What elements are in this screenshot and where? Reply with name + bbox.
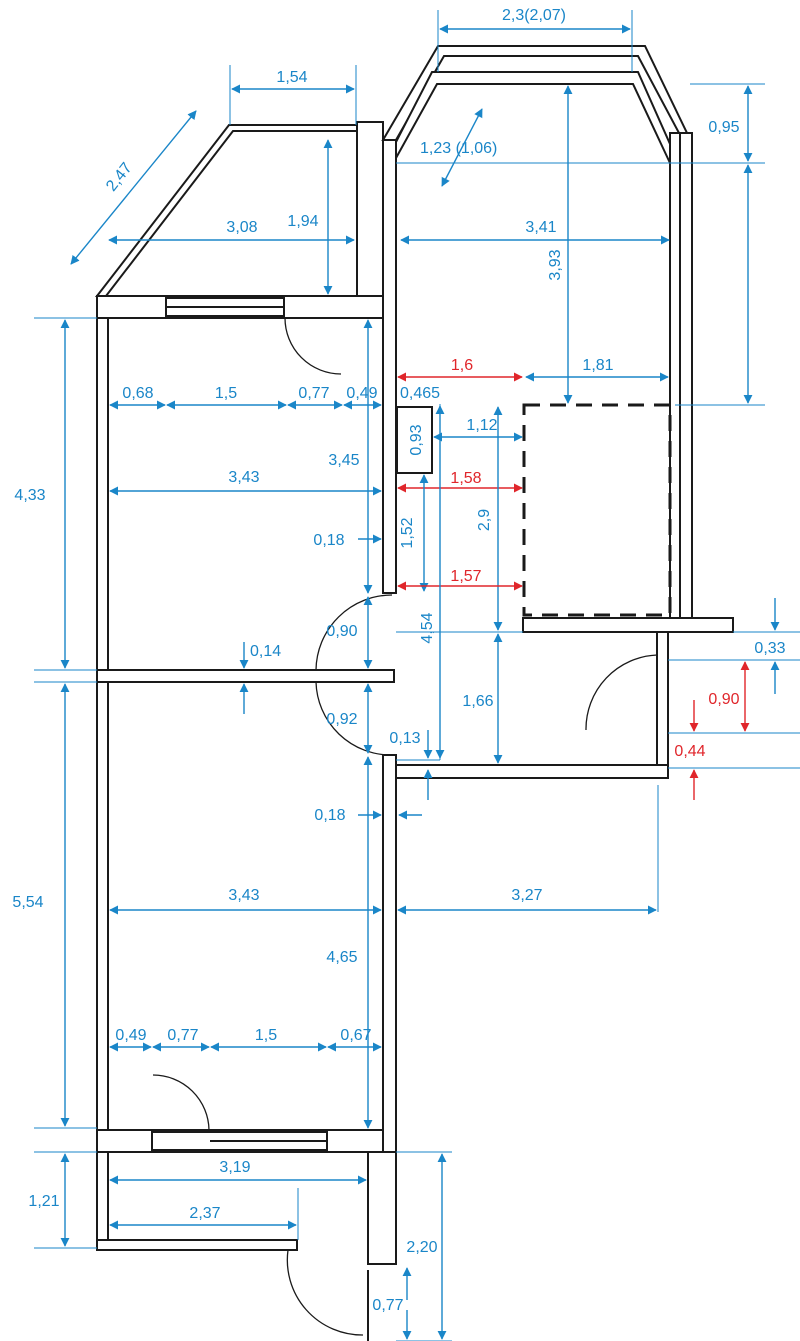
dim-label-lower-room-width: 3,43 [228, 887, 259, 904]
dim-label-vent-offset: 0,465 [400, 385, 440, 402]
upper-balcony-door-swing [284, 317, 342, 375]
dim-label-loggia-top-width: 1,54 [276, 69, 307, 86]
upper-room-door-swing [315, 594, 393, 671]
dim-label-bottom-loggia-2-37: 2,37 [189, 1205, 220, 1222]
left-outer-wall-lower [96, 681, 109, 1131]
dim-label-corridor-1-66: 1,66 [462, 693, 493, 710]
lower-balcony-door-swing [152, 1074, 210, 1131]
dim-label-lower-wall-4-65: 4,65 [326, 949, 357, 966]
dim-label-corridor-0-13: 0,13 [389, 730, 420, 747]
dim-label-bay-side: 1,23 (1,06) [420, 140, 497, 157]
bottom-loggia-door-swing [286, 1249, 364, 1336]
dim-label-kitchen-free-3: 1,57 [450, 568, 481, 585]
dim-label-upper-room-width: 3,43 [228, 469, 259, 486]
dim-label-lower-0-77: 0,77 [167, 1027, 198, 1044]
room-partition [96, 669, 395, 683]
dim-label-hall-4-54: 4,54 [419, 612, 436, 643]
dim-label-upper-wall-3-45: 3,45 [328, 452, 359, 469]
dim-label-furniture-depth: 2,9 [476, 509, 493, 531]
doors [152, 317, 658, 1336]
dim-label-upper-0-49: 0,49 [346, 385, 377, 402]
dimension-labels: 2,3(2,07) 1,54 0,95 1,23 (1,06) 2,47 3,0… [12, 7, 785, 1314]
kitchen-bottom-ledge [522, 617, 734, 633]
corridor-right-wall [656, 631, 669, 779]
dim-label-corridor-length: 3,27 [511, 887, 542, 904]
dim-label-upper-0-68: 0,68 [122, 385, 153, 402]
dim-label-kitchen-1-52: 1,52 [399, 517, 416, 548]
middle-wall-upper [382, 139, 397, 594]
bottom-loggia-left-wall [96, 1151, 109, 1251]
vent-shaft [396, 406, 433, 474]
kitchen-furniture-zone [522, 403, 672, 617]
dim-label-bottom-loggia-width: 3,19 [219, 1159, 250, 1176]
lower-room-door-swing [315, 681, 393, 756]
dim-label-loggia-depth: 1,94 [287, 213, 318, 230]
dim-label-upper-window: 1,5 [215, 385, 237, 402]
dim-label-kitchen-width: 3,41 [525, 219, 556, 236]
dim-label-bay-top-width: 2,3(2,07) [502, 7, 566, 24]
dim-label-bottom-loggia-depth: 1,21 [28, 1193, 59, 1210]
middle-wall-lower [382, 754, 397, 1153]
loggia-top-left-outer-wall [94, 124, 358, 297]
dim-label-corridor-door: 0,90 [708, 691, 739, 708]
dim-label-partition-0-14: 0,14 [250, 643, 281, 660]
loggia-top-left-pillar [356, 121, 384, 299]
dim-label-vent-size: 0,93 [408, 424, 425, 455]
corridor-door-swing [585, 654, 658, 731]
bottom-loggia-bottom-wall [96, 1239, 298, 1251]
dim-label-corridor-0-44: 0,44 [674, 743, 705, 760]
dimension-lines [60, 24, 780, 1340]
dim-label-lower-0-67: 0,67 [340, 1027, 371, 1044]
dim-label-loggia-width: 3,08 [226, 219, 257, 236]
dim-label-lower-door: 0,92 [326, 711, 357, 728]
dim-label-bay-depth: 0,95 [708, 119, 739, 136]
dim-label-upper-room-length: 4,33 [14, 487, 45, 504]
dim-label-wall-0-18-lower: 0,18 [314, 807, 345, 824]
dim-label-upper-door: 0,90 [326, 623, 357, 640]
dim-label-ledge-0-33: 0,33 [754, 640, 785, 657]
dim-label-kitchen-free-2: 1,58 [450, 470, 481, 487]
dim-label-lower-0-49: 0,49 [115, 1027, 146, 1044]
bottom-loggia-right-wall [367, 1151, 397, 1265]
dim-label-upper-0-77: 0,77 [298, 385, 329, 402]
dim-label-furniture-width: 1,81 [582, 357, 613, 374]
dim-label-kitchen-length: 3,93 [547, 249, 564, 280]
dim-label-kitchen-free-1: 1,6 [451, 357, 473, 374]
dim-label-wall-0-18-upper: 0,18 [313, 532, 344, 549]
dim-label-lower-room-length: 5,54 [12, 894, 43, 911]
walls [94, 45, 734, 1341]
dim-label-lower-window: 1,5 [255, 1027, 277, 1044]
corridor-bottom-wall [395, 764, 669, 779]
left-outer-wall-upper [96, 317, 109, 671]
dim-label-bottom-door: 0,77 [372, 1297, 403, 1314]
dim-label-bottom-2-20: 2,20 [406, 1239, 437, 1256]
dim-label-kitchen-1-12: 1,12 [466, 417, 497, 434]
dim-label-loggia-diagonal: 2,47 [103, 160, 136, 195]
